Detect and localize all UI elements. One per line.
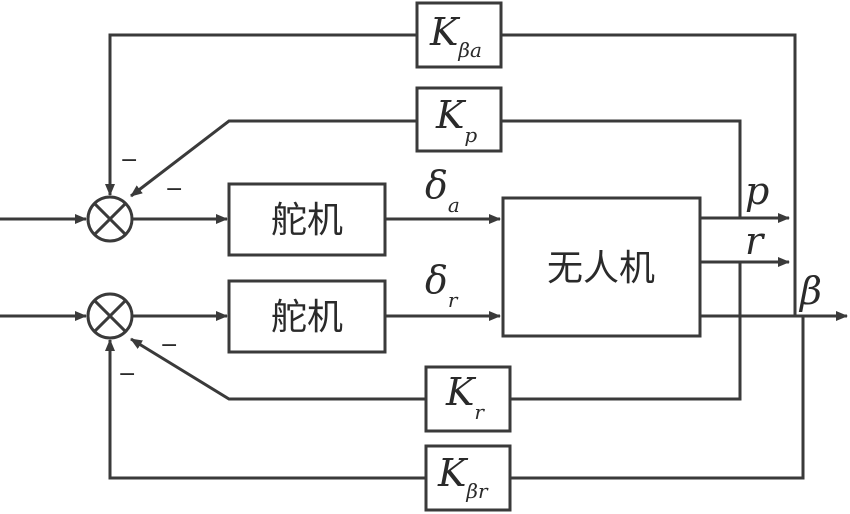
minus-sign-k-p: − [165,177,183,202]
signal-label-r: r [745,219,766,263]
summing-junction-bottom [86,292,134,340]
signal-label-delta-a: δa [425,163,460,217]
gain-block-k-beta-a [415,1,503,69]
signal-label-p: p [745,169,769,213]
servo-label-bottom: 舵机 [271,297,343,338]
gain-block-k-r [424,365,512,433]
minus-sign-k-beta-r: − [118,362,136,387]
gain-label-k-r: Kr [445,370,485,424]
uav-label: 无人机 [547,248,655,289]
minus-sign-k-r: − [160,333,178,358]
uav-block [501,196,702,338]
gain-label-k-beta-r: Kβr [437,451,489,503]
signal-label-beta: β [798,269,822,313]
gain-block-k-p [415,86,503,153]
servo-label-top: 舵机 [271,200,343,241]
summing-junction-top [86,195,134,243]
gain-label-k-beta-a: Kβa [429,10,482,62]
gain-label-k-p: Kp [435,93,477,147]
gain-block-k-beta-r [424,444,512,512]
signal-label-delta-r: δr [425,258,459,312]
minus-sign-k-beta-a: − [120,148,138,173]
